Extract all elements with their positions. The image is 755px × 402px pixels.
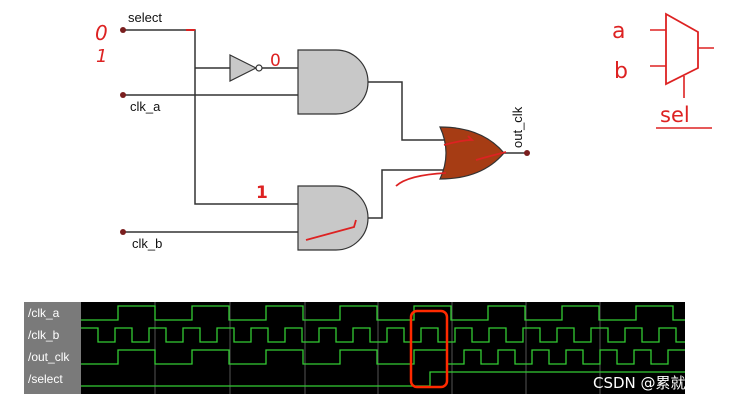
wave-label-out-clk: /out_clk	[28, 350, 70, 364]
annot-stroke-or-top	[443, 135, 475, 146]
hand-annotations: 0 1 0 1 a b sel	[95, 12, 714, 241]
wave-highlight-box	[409, 309, 449, 389]
trace-clk-a	[81, 305, 685, 321]
wire-and-top-to-or	[368, 81, 446, 141]
trace-out-clk	[81, 349, 685, 365]
watermark: CSDN @累就对了	[593, 374, 716, 392]
wave-traces	[81, 305, 685, 387]
trace-select	[81, 371, 685, 387]
pin-clk-a	[120, 92, 126, 98]
label-select: select	[128, 10, 162, 25]
mux-input-b: b	[614, 59, 628, 84]
pin-select	[120, 27, 126, 33]
wave-label-clk-b: /clk_b	[28, 328, 60, 342]
mux-input-a: a	[612, 19, 625, 44]
annot-select-1: 1	[96, 46, 107, 67]
wave-plot-area	[81, 302, 685, 394]
mux-sketch: a b sel	[612, 12, 714, 129]
annot-select-0: 0	[95, 21, 108, 45]
annot-and-bottom-in: 1	[256, 183, 268, 203]
wire-select	[124, 29, 298, 205]
trace-clk-b	[81, 327, 685, 343]
annot-stroke-and-bottom	[305, 219, 357, 241]
pin-out-clk	[524, 150, 530, 156]
or-gate	[439, 126, 505, 180]
wave-label-clk-a: /clk_a	[28, 306, 60, 320]
mux-select: sel	[660, 103, 690, 127]
annot-stroke-out	[475, 151, 507, 161]
annot-inverter-out: 0	[270, 51, 281, 71]
wire-and-bottom-to-or	[368, 169, 446, 219]
inverter-gate	[229, 54, 263, 82]
wave-labels-panel	[24, 302, 81, 394]
annot-stroke-or-bottom	[395, 172, 447, 187]
wave-label-select: /select	[28, 372, 63, 386]
and-gate-top	[297, 49, 369, 115]
and-gate-bottom	[297, 185, 369, 251]
pin-clk-b	[120, 229, 126, 235]
label-clk-b: clk_b	[132, 236, 162, 251]
waveform-viewer: /clk_a /clk_b /out_clk /select	[24, 302, 685, 394]
label-clk-a: clk_a	[130, 99, 161, 114]
circuit-wires	[124, 29, 526, 233]
label-out-clk: out_clk	[510, 106, 525, 148]
